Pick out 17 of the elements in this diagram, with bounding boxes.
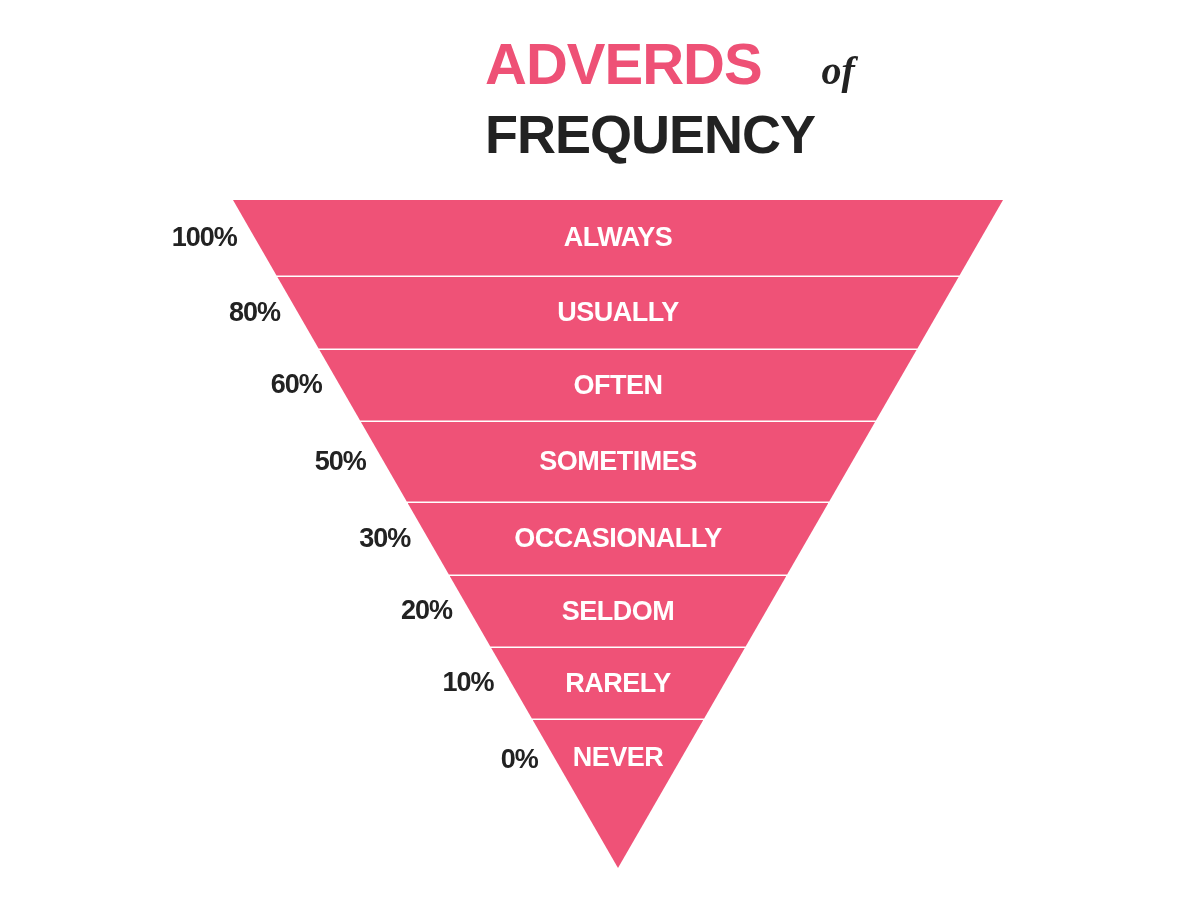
percentage-label: 50% (313, 445, 366, 477)
percentage-label: 80% (227, 296, 280, 328)
title: ADVERDS of FREQUENCY (440, 30, 860, 165)
percentage-label: 20% (399, 595, 452, 627)
percentage-label: 30% (358, 522, 411, 554)
frequency-word: USUALLY (557, 297, 679, 329)
frequency-word: RARELY (565, 667, 671, 699)
frequency-word: ALWAYS (563, 222, 673, 254)
frequency-word: OCCASIONALLY (514, 523, 722, 555)
percentage-label: 60% (269, 369, 322, 401)
percentage-label: 0% (499, 744, 538, 775)
frequency-word: OFTEN (573, 369, 663, 401)
percentage-label: 100% (170, 221, 237, 253)
frequency-word: SELDOM (561, 595, 675, 627)
percentage-label: 10% (441, 667, 494, 699)
frequency-word: NEVER (572, 742, 664, 773)
frequency-word: SOMETIMES (539, 446, 697, 478)
